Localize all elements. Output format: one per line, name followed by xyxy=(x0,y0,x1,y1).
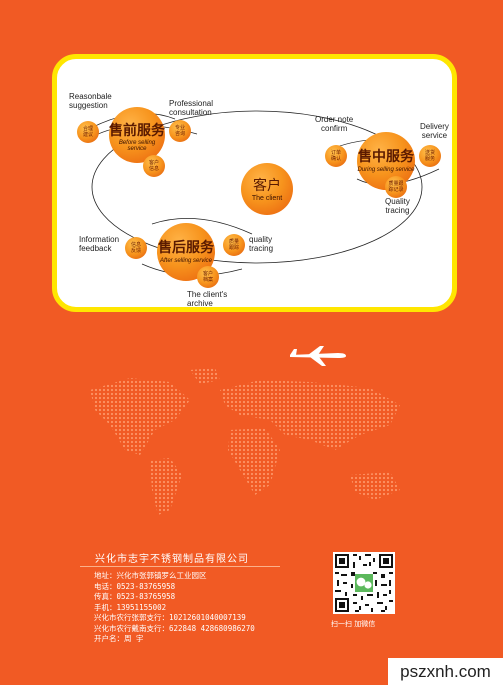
wechat-qr-code xyxy=(333,552,395,614)
during-selling-subtitle: During selling service xyxy=(357,167,415,173)
during-sub-3: 质量跟踪记录 xyxy=(385,176,407,198)
mobile-line: 手机：13951155002 xyxy=(94,602,167,612)
client-center-circle: 客户 The client xyxy=(241,163,293,215)
divider xyxy=(80,566,280,567)
address-line: 地址：兴化市张郭镇罗么工业园区 xyxy=(94,571,207,580)
world-map-graphic xyxy=(90,368,400,515)
after-sub-2: 质量跟踪 xyxy=(223,234,245,256)
before-selling-circle: 售前服务 Before selling service xyxy=(109,107,165,163)
before-sub-3: 客户信息 xyxy=(143,155,165,177)
client-subtitle: The client xyxy=(251,195,283,202)
before-sub-2: 专业咨询 xyxy=(169,120,191,142)
before-sub-1: 合理建议 xyxy=(77,121,99,143)
contact-info: 地址：兴化市张郭镇罗么工业园区 电话：0523-83765958 传真：0523… xyxy=(94,571,255,645)
client-title: 客户 xyxy=(253,178,281,194)
during-sub-2: 送货服务 xyxy=(419,145,441,167)
after-sub-3: 客户档案 xyxy=(197,266,219,288)
bank-line-2: 兴化市农行戴南支行：622848 428680986270 xyxy=(94,623,255,633)
site-watermark: pszxnh.com xyxy=(388,658,503,685)
after-sub-1: 信息反馈 xyxy=(125,237,147,259)
after-selling-subtitle: After selling service xyxy=(159,258,213,264)
before-selling-title: 售前服务 xyxy=(109,123,165,139)
before-selling-subtitle: Before selling service xyxy=(118,140,156,152)
company-name: 兴化市志宇不锈钢制品有限公司 xyxy=(95,554,249,565)
account-name-line: 开户名：周 宇 xyxy=(94,634,144,643)
during-sub-1: 订单确认 xyxy=(325,145,347,167)
fax-line: 传真：0523-83765958 xyxy=(94,592,176,601)
bank-line-1: 兴化市农行张郭支行：10212601040007139 xyxy=(94,613,246,622)
during-selling-title: 售中服务 xyxy=(358,149,414,165)
after-selling-title: 售后服务 xyxy=(158,240,214,256)
phone-line: 电话：0523-83765958 xyxy=(94,581,176,591)
qr-caption: 扫一扫 加微信 xyxy=(331,620,376,628)
airplane-icon xyxy=(290,346,346,366)
